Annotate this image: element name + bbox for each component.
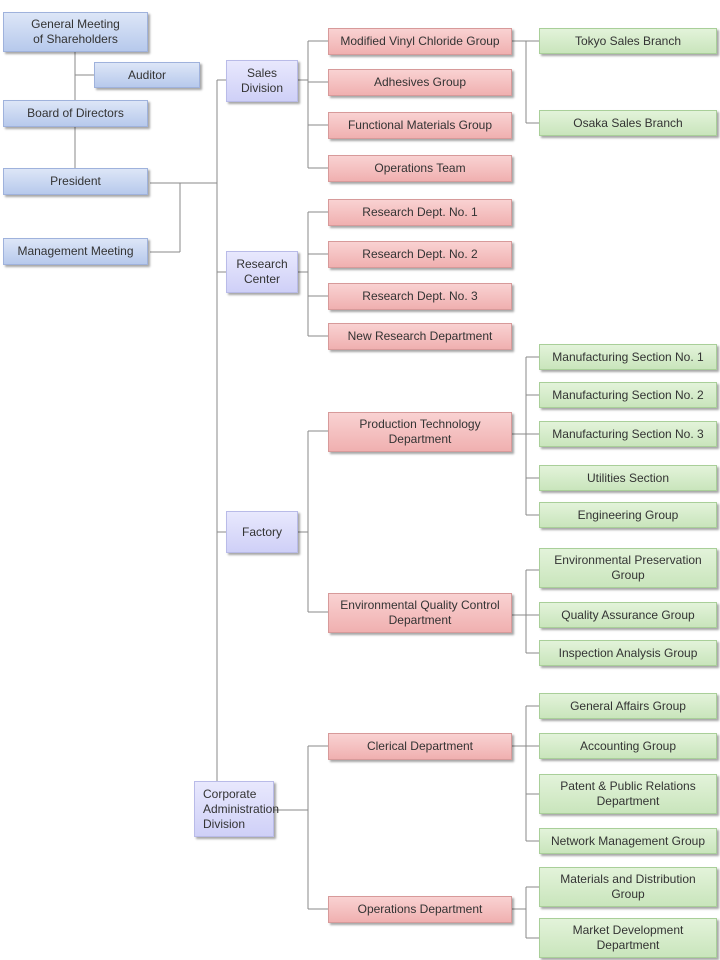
clerical-group-box: Patent & Public Relations Department	[539, 774, 717, 814]
operations-group-box: Market Development Department	[539, 918, 717, 958]
quality-group-box: Quality Assurance Group	[539, 602, 717, 628]
production-section-box: Manufacturing Section No. 2	[539, 382, 717, 408]
auditor-box: Auditor	[94, 62, 200, 88]
sales-group-box: Operations Team	[328, 155, 512, 182]
sales-division-box: Sales Division	[226, 60, 298, 102]
production-section-box: Manufacturing Section No. 1	[539, 344, 717, 370]
sales-branch-box: Osaka Sales Branch	[539, 110, 717, 136]
research-dept-box: New Research Department	[328, 323, 512, 350]
sales-branch-box: Tokyo Sales Branch	[539, 28, 717, 54]
production-section-box: Manufacturing Section No. 3	[539, 421, 717, 447]
factory-dept-box: Environmental Quality Control Department	[328, 593, 512, 633]
quality-group-box: Environmental Preservation Group	[539, 548, 717, 588]
research-dept-box: Research Dept. No. 1	[328, 199, 512, 226]
research-dept-box: Research Dept. No. 3	[328, 283, 512, 310]
sales-group-box: Modified Vinyl Chloride Group	[328, 28, 512, 55]
board-box: Board of Directors	[3, 100, 148, 127]
corporate-dept-box: Operations Department	[328, 896, 512, 923]
president-box: President	[3, 168, 148, 195]
production-section-box: Utilities Section	[539, 465, 717, 491]
management-meeting-box: Management Meeting	[3, 238, 148, 265]
sales-group-box: Functional Materials Group	[328, 112, 512, 139]
clerical-group-box: General Affairs Group	[539, 693, 717, 719]
clerical-group-box: Network Management Group	[539, 828, 717, 854]
research-dept-box: Research Dept. No. 2	[328, 241, 512, 268]
corporate-dept-box: Clerical Department	[328, 733, 512, 760]
production-section-box: Engineering Group	[539, 502, 717, 528]
corporate-division-box: Corporate Administration Division	[194, 781, 279, 837]
sales-group-box: Adhesives Group	[328, 69, 512, 96]
research-center-box: Research Center	[226, 251, 298, 293]
general-meeting-box: General Meeting of Shareholders	[3, 12, 148, 52]
quality-group-box: Inspection Analysis Group	[539, 640, 717, 666]
operations-group-box: Materials and Distribution Group	[539, 867, 717, 907]
clerical-group-box: Accounting Group	[539, 733, 717, 759]
factory-box: Factory	[226, 511, 298, 553]
factory-dept-box: Production Technology Department	[328, 412, 512, 452]
